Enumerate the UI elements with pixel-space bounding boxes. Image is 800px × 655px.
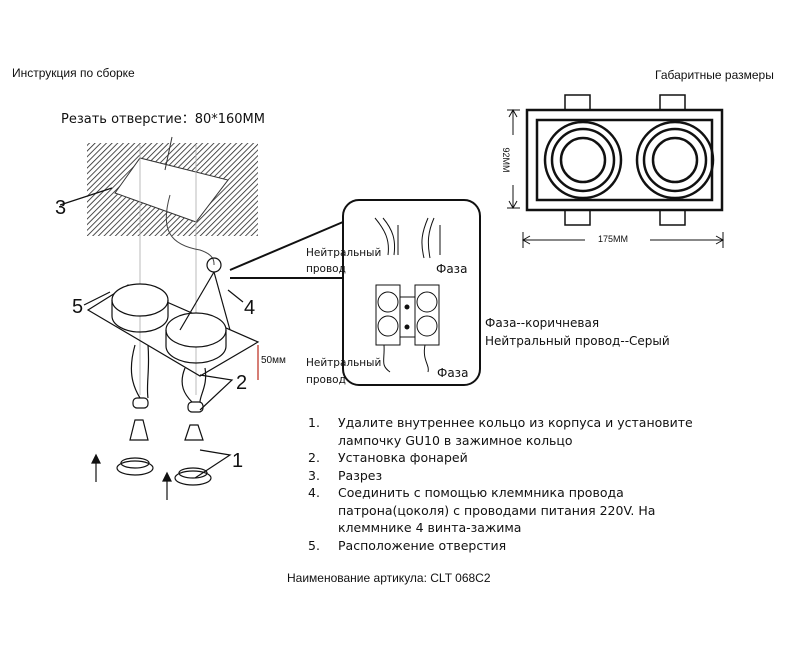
- height-dimension: 92MM: [501, 147, 511, 173]
- neutral-color-note: Нейтральный провод--Серый: [485, 334, 670, 348]
- neutral-wire-top-label: Нейтральный: [306, 247, 382, 259]
- article-name: Наименование артикула: CLT 068C2: [287, 571, 491, 585]
- assembly-instructions-title: Инструкция по сборке: [12, 66, 135, 80]
- callout-5: 5: [72, 296, 84, 318]
- cut-hole-label: Резать отверстие：80*160MM: [61, 112, 265, 127]
- callout-4: 4: [244, 297, 256, 319]
- callout-2: 2: [236, 372, 248, 394]
- phase-top-label: Фаза: [436, 262, 468, 276]
- width-dimension: 175MM: [598, 234, 629, 244]
- dimension-drawing: [507, 94, 725, 248]
- phase-color-note: Фаза--коричневая: [485, 316, 600, 330]
- neutral-wire-top-label-2: провод: [306, 263, 346, 275]
- step-1: 1.Удалите внутреннее кольцо из корпуса и…: [308, 415, 693, 448]
- steps-list: 1.Удалите внутреннее кольцо из корпуса и…: [308, 414, 693, 554]
- ceiling-cutout: [87, 136, 258, 395]
- callout-1: 1: [232, 450, 244, 472]
- terminal-inset: [342, 199, 481, 386]
- callout-3: 3: [55, 197, 67, 219]
- neutral-wire-bottom-label: Нейтральный: [306, 357, 382, 369]
- step-3: 3.Разрез: [308, 467, 383, 483]
- depth-label: 50мм: [261, 355, 286, 366]
- phase-bottom-label: Фаза: [437, 366, 469, 380]
- neutral-wire-bottom-label-2: провод: [306, 374, 346, 386]
- fixture-drawing: [59, 187, 344, 500]
- step-2: 2.Установка фонарей: [308, 450, 468, 465]
- dimensions-title: Габаритные размеры: [655, 68, 774, 82]
- step-5: 5.Расположение отверстия: [308, 537, 507, 553]
